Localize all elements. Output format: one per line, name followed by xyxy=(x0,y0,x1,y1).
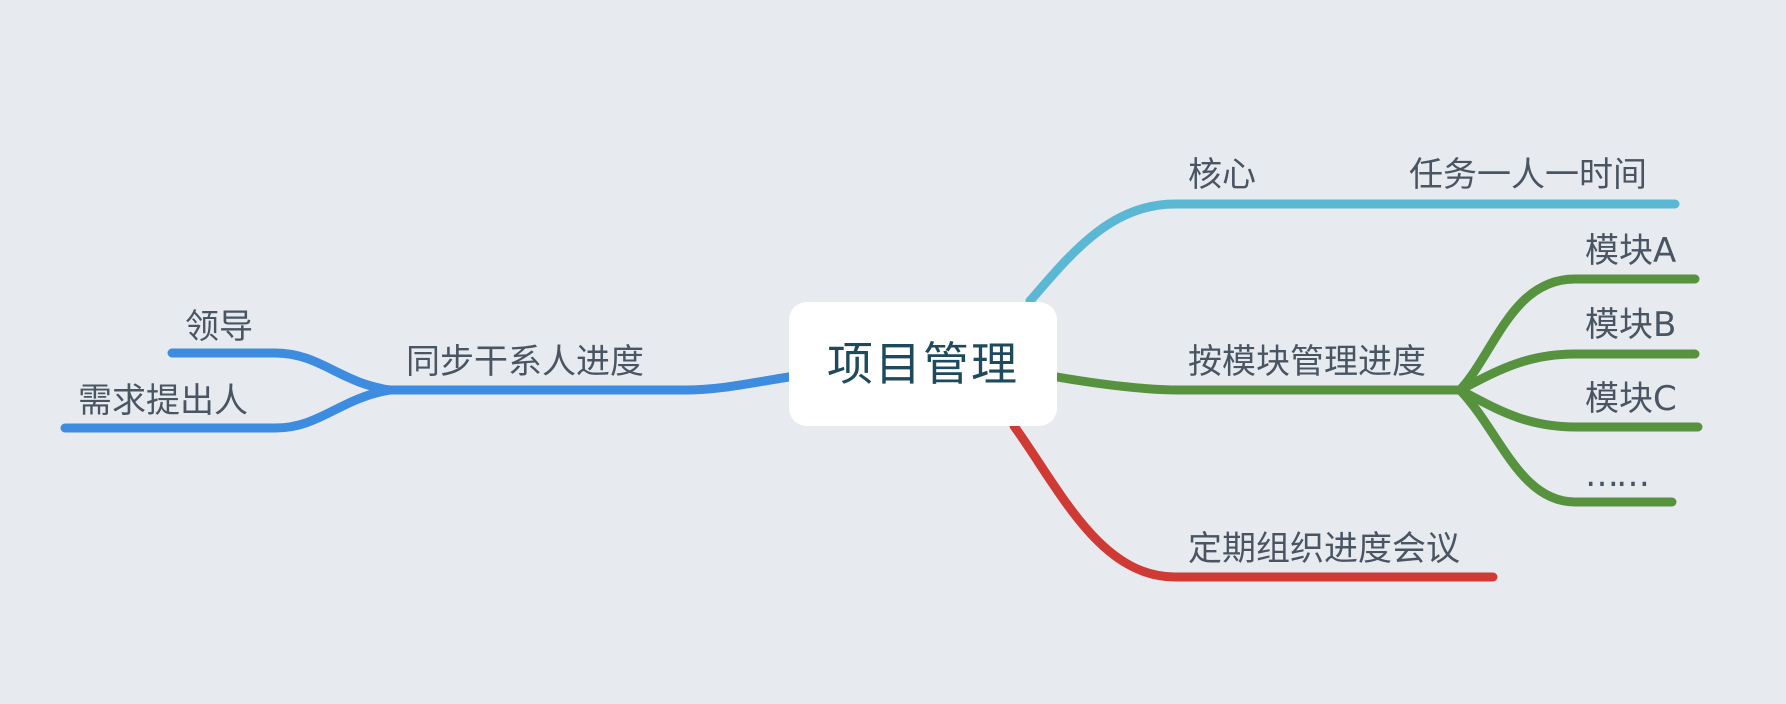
connector-meeting xyxy=(1009,421,1498,582)
central-topic[interactable]: 项目管理 xyxy=(789,302,1057,426)
connector-sync-requester xyxy=(60,385,395,433)
module-c-label[interactable]: 模块C xyxy=(1585,379,1677,419)
connector-module-c xyxy=(1455,385,1703,432)
core-child-label[interactable]: 任务一人一时间 xyxy=(1409,155,1647,195)
branch-meeting-label[interactable]: 定期组织进度会议 xyxy=(1188,529,1460,569)
branch-sync-label[interactable]: 同步干系人进度 xyxy=(406,342,644,382)
module-more-label[interactable]: …… xyxy=(1585,455,1650,495)
connector-module-more xyxy=(1455,385,1677,507)
connector-module-b xyxy=(1455,349,1700,395)
sync-leader-label[interactable]: 领导 xyxy=(185,307,253,347)
sync-requester-label[interactable]: 需求提出人 xyxy=(78,381,248,421)
connector-module-a xyxy=(1455,274,1700,395)
central-topic-label: 项目管理 xyxy=(827,337,1019,391)
connector-sync-leader xyxy=(167,348,395,395)
module-a-label[interactable]: 模块A xyxy=(1585,231,1677,271)
connector-core xyxy=(1025,199,1283,306)
connector-sync xyxy=(385,372,794,395)
branch-module-label[interactable]: 按模块管理进度 xyxy=(1188,342,1426,382)
branch-core-label[interactable]: 核心 xyxy=(1188,155,1256,195)
connector-module xyxy=(1052,372,1465,395)
module-b-label[interactable]: 模块B xyxy=(1585,305,1677,345)
